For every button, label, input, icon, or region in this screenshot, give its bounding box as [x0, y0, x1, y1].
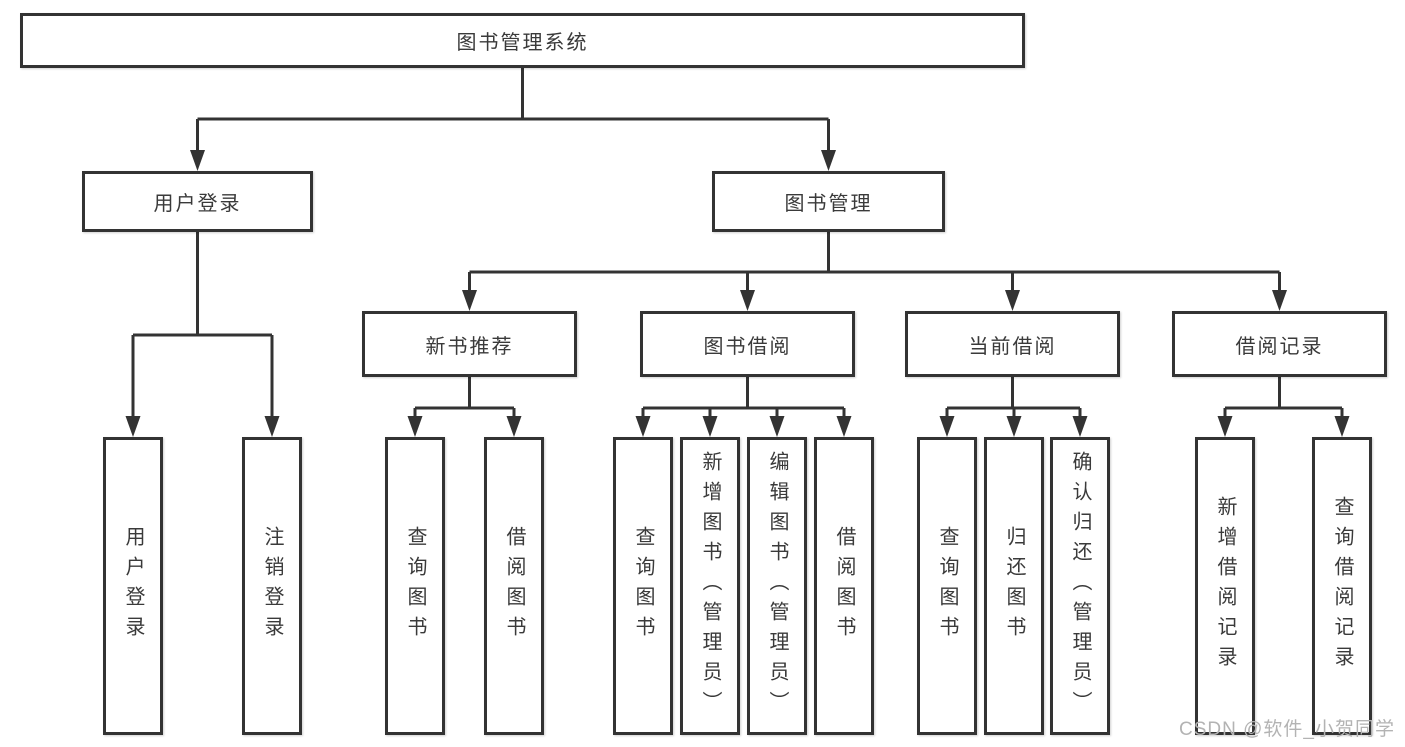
csdn-watermark: CSDN @软件_小贺同学: [1179, 719, 1395, 740]
node-leaf-logout: 注销登录: [242, 437, 302, 735]
node-leaf-cb-return-books: 归还图书: [984, 437, 1044, 735]
leaf-label: 查询图书: [404, 526, 426, 646]
node-book-management: 图书管理: [712, 171, 945, 232]
leaf-label: 查询借阅记录: [1331, 496, 1353, 676]
node-root: 图书管理系统: [20, 13, 1025, 68]
leaf-label: 借阅图书: [833, 526, 855, 646]
leaf-label: 新增借阅记录: [1214, 496, 1236, 676]
node-leaf-cb-confirm-return-admin: 确认归还（管理员）: [1050, 437, 1110, 735]
node-leaf-nb-borrow-books: 借阅图书: [484, 437, 544, 735]
leaf-label: 查询图书: [632, 526, 654, 646]
node-leaf-bb-add-books-admin: 新增图书（管理员）: [680, 437, 740, 735]
node-current-borrow: 当前借阅: [905, 311, 1120, 377]
node-leaf-cb-query-books: 查询图书: [917, 437, 977, 735]
arrowheads: [125, 150, 1350, 437]
leaf-label: 编辑图书（管理员）: [766, 451, 788, 721]
leaf-label: 用户登录: [122, 526, 144, 646]
node-user-login: 用户登录: [82, 171, 313, 232]
node-leaf-bb-edit-books-admin: 编辑图书（管理员）: [747, 437, 807, 735]
leaf-label: 注销登录: [261, 526, 283, 646]
leaf-label: 借阅图书: [503, 526, 525, 646]
leaf-label: 确认归还（管理员）: [1069, 451, 1091, 721]
node-leaf-bb-query-books: 查询图书: [613, 437, 673, 735]
leaf-label: 查询图书: [936, 526, 958, 646]
node-leaf-br-query-record: 查询借阅记录: [1312, 437, 1372, 735]
node-leaf-bb-borrow-books: 借阅图书: [814, 437, 874, 735]
node-leaf-user-login: 用户登录: [103, 437, 163, 735]
node-new-book-recommend: 新书推荐: [362, 311, 577, 377]
leaf-label: 归还图书: [1003, 526, 1025, 646]
node-leaf-br-add-record: 新增借阅记录: [1195, 437, 1255, 735]
leaf-label: 新增图书（管理员）: [699, 451, 721, 721]
node-book-borrow: 图书借阅: [640, 311, 855, 377]
node-leaf-nb-query-books: 查询图书: [385, 437, 445, 735]
node-borrow-records: 借阅记录: [1172, 311, 1387, 377]
